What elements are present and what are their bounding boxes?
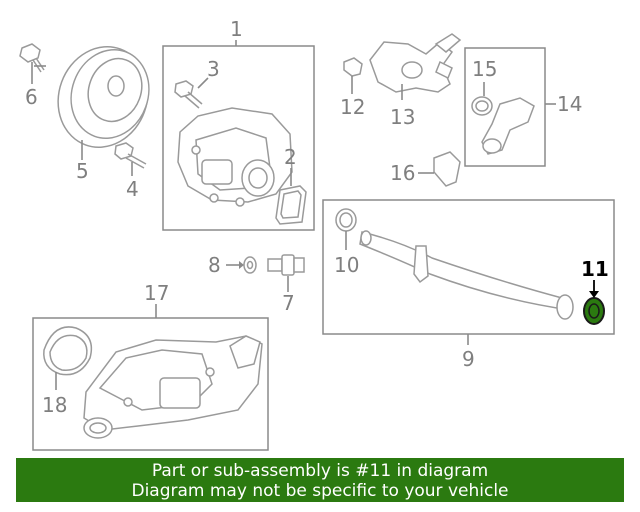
banner-line-2: Diagram may not be specific to your vehi… <box>131 481 509 501</box>
callout-4: 4 <box>126 177 139 201</box>
callout-17: 17 <box>144 281 169 305</box>
o-ring-part-15 <box>471 82 493 116</box>
gasket-part-10 <box>335 208 357 250</box>
callout-3: 3 <box>207 57 220 81</box>
callout-10: 10 <box>334 253 359 277</box>
callout-8: 8 <box>208 253 221 277</box>
callout-2: 2 <box>284 145 297 169</box>
callout-9: 9 <box>462 347 475 371</box>
callout-11: 11 <box>581 257 609 281</box>
thermostat-assembly-part-17 <box>83 304 263 439</box>
group-box-17 <box>32 317 269 451</box>
callout-15: 15 <box>472 57 497 81</box>
coolant-pipe-part-9 <box>359 230 574 345</box>
callout-14: 14 <box>557 92 582 116</box>
callout-5: 5 <box>76 159 89 183</box>
callout-18: 18 <box>42 393 67 417</box>
callout-12: 12 <box>340 95 365 119</box>
gasket-part-2 <box>275 168 307 225</box>
outlet-part-14 <box>481 97 556 155</box>
group-box-14 <box>464 47 546 167</box>
pulley-part-5 <box>57 46 150 160</box>
gasket-part-18 <box>43 326 93 390</box>
clip-part-16 <box>418 151 461 187</box>
callout-13: 13 <box>390 105 415 129</box>
bolt-part-3 <box>174 77 209 109</box>
group-box-1 <box>162 45 315 231</box>
water-pump-part-1 <box>177 40 293 207</box>
callout-6: 6 <box>25 85 38 109</box>
o-ring-part-11-highlighted <box>583 280 605 325</box>
bolt-part-6 <box>19 43 46 84</box>
clip-part-12 <box>343 57 363 94</box>
callout-1: 1 <box>230 17 243 41</box>
callout-7: 7 <box>282 291 295 315</box>
banner-line-1: Part or sub-assembly is #11 in diagram <box>151 461 489 481</box>
bolt-part-4 <box>114 142 147 176</box>
sensor-part-7 <box>267 254 305 292</box>
notice-banner: Part or sub-assembly is #11 in diagram D… <box>16 458 624 502</box>
washer-part-8 <box>226 256 257 274</box>
callout-16: 16 <box>390 161 415 185</box>
thermostat-housing-part-13 <box>369 33 462 100</box>
